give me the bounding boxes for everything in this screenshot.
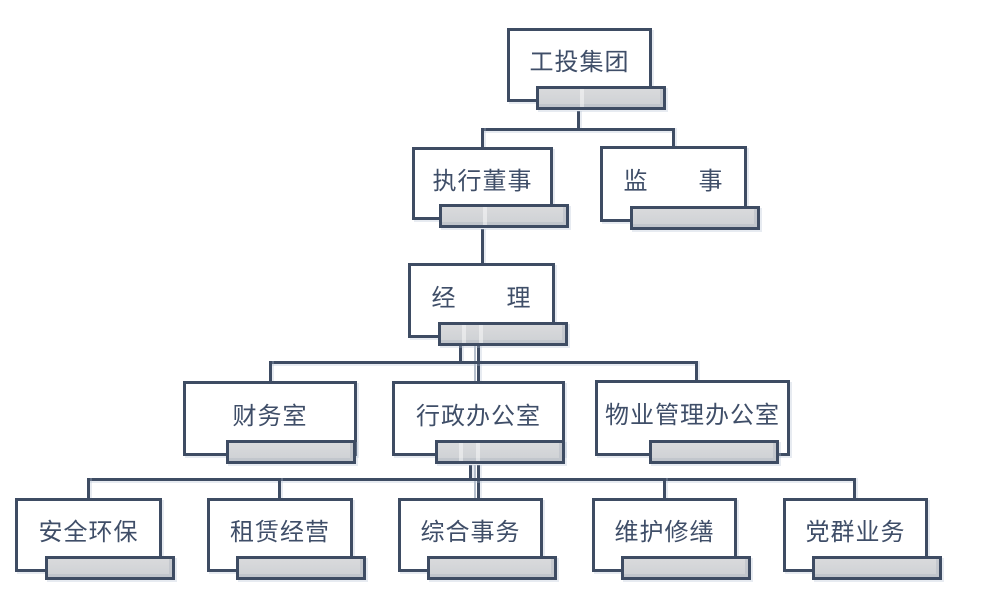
org-node-party-mass-affairs[interactable]: 党群业务 bbox=[783, 498, 942, 580]
org-node-subtitle-bar bbox=[434, 440, 565, 464]
org-node-executive-director[interactable]: 执行董事 bbox=[412, 147, 569, 228]
org-node-label: 党群业务 bbox=[805, 518, 906, 546]
org-node-safety-environment[interactable]: 安全环保 bbox=[15, 498, 175, 580]
org-node-label: 监 事 bbox=[623, 167, 724, 195]
org-node-label: 执行董事 bbox=[432, 166, 533, 195]
connector-drop-supervisor bbox=[672, 128, 675, 149]
org-node-finance-office[interactable]: 财务室 bbox=[183, 381, 357, 464]
org-node-label: 维护修缮 bbox=[614, 518, 715, 546]
org-node-subtitle-bar bbox=[226, 440, 356, 464]
org-node-subtitle-bar bbox=[620, 556, 751, 580]
connector-drop-finance-office bbox=[269, 361, 272, 384]
org-node-label: 工投集团 bbox=[529, 48, 630, 76]
connector-manager-to-level4-bus bbox=[459, 346, 462, 363]
connector-drop-leasing-operations bbox=[278, 478, 281, 500]
org-node-subtitle-bar bbox=[648, 440, 779, 464]
org-node-subtitle-bar bbox=[629, 206, 760, 230]
org-node-label: 财务室 bbox=[232, 401, 308, 430]
connector-level5-bus bbox=[87, 478, 856, 481]
connector-drop-party-mass-affairs bbox=[853, 478, 856, 500]
org-node-gongtou-group[interactable]: 工投集团 bbox=[507, 28, 666, 110]
connector-drop-property-mgmt-office bbox=[695, 361, 698, 383]
org-node-property-mgmt-office[interactable]: 物业管理办公室 bbox=[595, 380, 790, 464]
org-node-subtitle-bar bbox=[426, 556, 557, 580]
connector-admin-office-to-general-affairs bbox=[477, 465, 480, 499]
connector-drop-maintenance-repair bbox=[663, 478, 666, 500]
org-node-subtitle-bar bbox=[437, 322, 568, 346]
org-node-subtitle-bar bbox=[438, 204, 569, 228]
connector-level4-bus bbox=[269, 361, 698, 364]
connector-manager-to-admin-office-shadow bbox=[474, 346, 476, 384]
org-node-subtitle-bar bbox=[44, 556, 175, 580]
org-node-manager[interactable]: 经 理 bbox=[408, 263, 568, 346]
connector-level2-bus bbox=[481, 128, 675, 131]
connector-executive-director-to-manager bbox=[481, 229, 484, 265]
org-node-label: 综合事务 bbox=[420, 518, 521, 546]
org-node-subtitle-bar bbox=[535, 86, 666, 110]
org-node-label: 物业管理办公室 bbox=[605, 401, 780, 429]
org-node-label: 租赁经营 bbox=[230, 518, 330, 546]
org-node-maintenance-repair[interactable]: 维护修缮 bbox=[592, 498, 751, 580]
connector-root-to-level2-bus bbox=[577, 111, 580, 129]
connector-admin-office-to-level5-bus bbox=[469, 465, 472, 481]
org-node-leasing-operations[interactable]: 租赁经营 bbox=[207, 498, 366, 580]
org-node-admin-office[interactable]: 行政办公室 bbox=[392, 381, 565, 464]
org-node-subtitle-bar bbox=[236, 556, 366, 580]
org-node-supervisor[interactable]: 监 事 bbox=[600, 146, 760, 230]
org-node-label: 经 理 bbox=[431, 283, 532, 312]
connector-manager-to-admin-office bbox=[477, 346, 480, 384]
org-node-subtitle-bar bbox=[811, 556, 942, 580]
org-node-general-affairs[interactable]: 综合事务 bbox=[398, 498, 557, 580]
connector-admin-office-to-general-affairs-shadow bbox=[474, 465, 476, 499]
org-node-label: 行政办公室 bbox=[416, 401, 541, 430]
org-node-label: 安全环保 bbox=[38, 518, 139, 546]
connector-drop-safety-environment bbox=[87, 478, 90, 500]
connector-drop-executive-director bbox=[481, 128, 484, 149]
